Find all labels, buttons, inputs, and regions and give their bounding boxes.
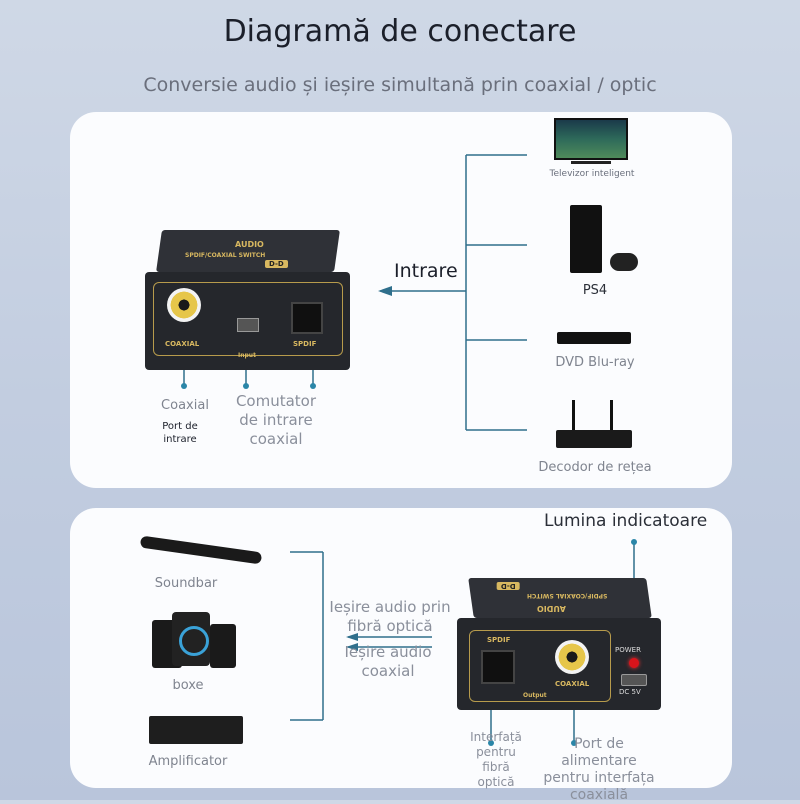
device-spdif-text: SPDIF	[293, 340, 317, 348]
source-label-dvd: DVD Blu-ray	[555, 355, 635, 370]
converter-device-output: D-D SPDIF/COAXIAL SWITCH AUDIO SPDIF COA…	[457, 578, 661, 710]
dc-port	[621, 674, 647, 686]
network-decoder-icon	[556, 400, 632, 450]
indicator-label: Lumina indicatoare	[544, 511, 708, 531]
device-out-output: Output	[523, 692, 547, 699]
amplifier-icon	[149, 716, 243, 744]
callout-port: Port de intrare	[162, 421, 198, 445]
tv-icon	[554, 118, 628, 164]
soundbar-icon	[139, 534, 263, 566]
input-switch	[237, 318, 259, 332]
speakers-icon	[152, 610, 242, 670]
coaxial-out-jack	[555, 640, 589, 674]
callout-optical: Interfață pentru fibră optică	[470, 730, 522, 789]
arrow-label-optical: Ieșire audio prin fibră optică	[329, 598, 451, 635]
device-out-coaxial: COAXIAL	[555, 680, 590, 688]
optical-port	[291, 302, 323, 334]
device-out-dc: DC 5V	[619, 688, 641, 696]
converter-device-input: AUDIO SPDIF/COAXIAL SWITCH D-D COAXIAL S…	[145, 230, 350, 370]
device-input-text: Input	[238, 352, 256, 359]
dvd-icon	[557, 328, 631, 348]
source-label-ps4: PS4	[582, 283, 608, 298]
device-brand: AUDIO	[235, 240, 264, 249]
output-label-amplifier: Amplificator	[148, 754, 228, 769]
source-label-tv: Televizor inteligent	[549, 169, 635, 179]
coaxial-jack	[167, 288, 201, 322]
device-model: SPDIF/COAXIAL SWITCH	[185, 252, 266, 259]
output-label-speakers: boxe	[172, 678, 204, 693]
ps4-icon	[570, 205, 640, 277]
device-out-badge: D-D	[497, 582, 520, 590]
page-title: Diagramă de conectare	[223, 14, 577, 49]
label-input: Intrare	[394, 260, 458, 282]
callout-switch: Comutator de intrare coaxial	[235, 392, 317, 448]
device-out-power: POWER	[615, 646, 641, 654]
optical-out-port	[481, 650, 515, 684]
device-out-model: SPDIF/COAXIAL SWITCH	[527, 592, 608, 599]
output-label-soundbar: Soundbar	[154, 576, 218, 591]
device-out-spdif: SPDIF	[487, 636, 511, 644]
device-out-brand: AUDIO	[537, 604, 566, 613]
callout-power-port: Port de alimentare pentru interfața coax…	[543, 736, 655, 803]
device-badge: D-D	[265, 260, 288, 268]
power-led	[629, 658, 639, 668]
page-subtitle: Conversie audio și ieșire simultană prin…	[143, 74, 657, 96]
device-coaxial-text: COAXIAL	[165, 340, 200, 348]
callout-coaxial: Coaxial	[161, 398, 209, 413]
arrow-label-coaxial: Ieșire audio coaxial	[344, 643, 432, 680]
source-label-decoder: Decodor de rețea	[538, 460, 652, 475]
